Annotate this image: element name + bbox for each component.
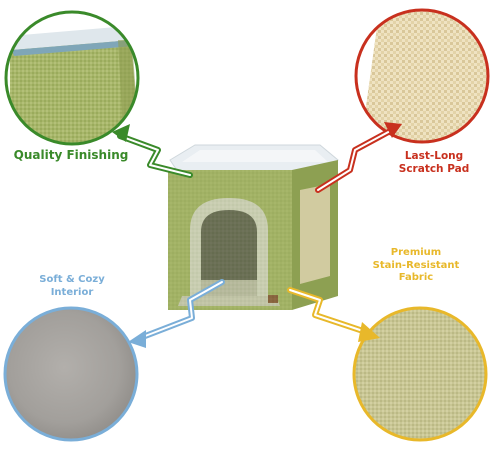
fabric-label-line-2: Stain-Resistant	[372, 259, 460, 271]
scratch-pad-label-line-2: Scratch Pad	[398, 163, 470, 176]
finishing-detail-circle	[4, 10, 140, 146]
fabric-label-line-1: Premium	[390, 247, 442, 258]
fabric-label: Premium Stain-Resistant Fabric	[346, 247, 486, 285]
interior-label-line-1: Soft & Cozy	[39, 274, 105, 285]
cat-house-product	[168, 144, 339, 310]
fabric-arrow	[287, 287, 380, 342]
interior-detail-circle	[3, 306, 139, 442]
scratch-arrow	[315, 122, 402, 193]
scratch-pad-label: Last-Long Scratch Pad	[375, 150, 493, 176]
scratch-pad-label-line-1: Last-Long	[404, 150, 464, 162]
scratch-pad-detail-circle	[354, 8, 490, 144]
fabric-label-line-3: Fabric	[398, 272, 434, 283]
fabric-detail-circle	[352, 306, 488, 442]
interior-label-line-2: Interior	[50, 286, 94, 298]
interior-arrow	[128, 279, 225, 348]
finishing-arrow	[112, 124, 193, 178]
finishing-label: Quality Finishing	[6, 148, 136, 163]
interior-label: Soft & Cozy Interior	[12, 274, 132, 299]
finishing-label-line: Quality Finishing	[13, 148, 129, 162]
